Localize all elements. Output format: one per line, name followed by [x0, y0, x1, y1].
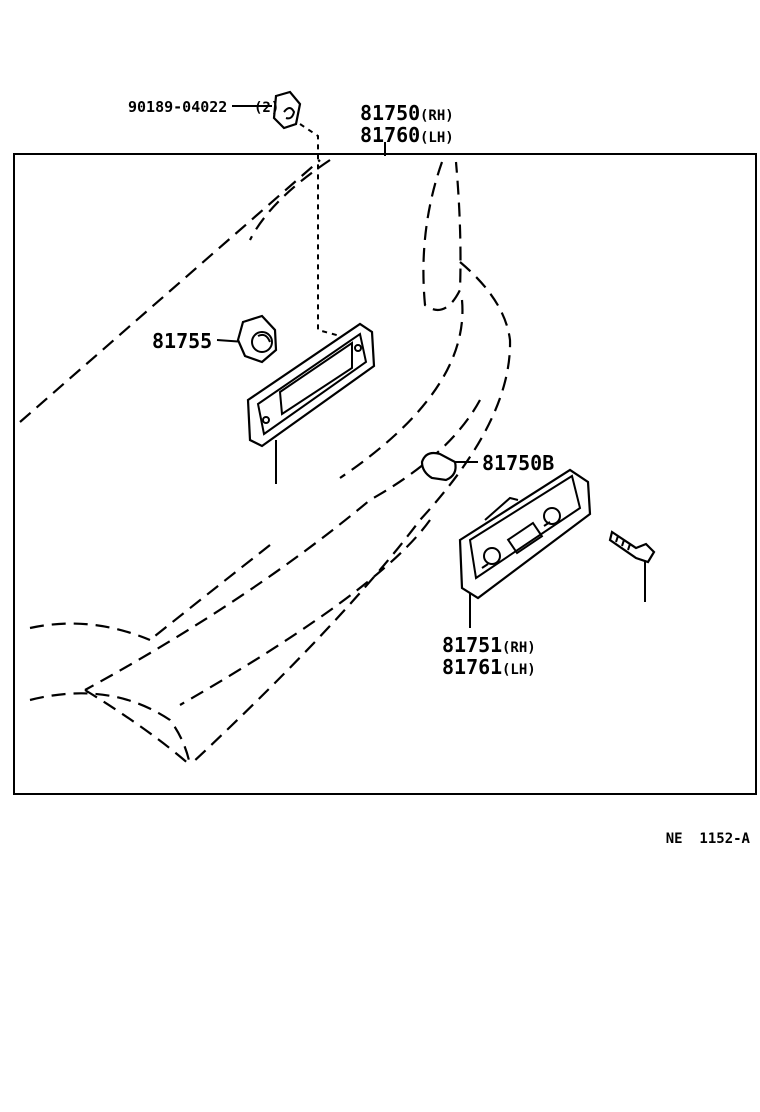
- lens-lh-side: (LH): [502, 662, 536, 678]
- lamp-rh-side: (RH): [420, 108, 454, 124]
- bulb-part-drawing: [420, 451, 457, 482]
- diagram-code: NE 1152-A: [666, 831, 751, 847]
- clip-quantity: (2): [254, 100, 279, 116]
- gasket-part-drawing: [236, 314, 278, 364]
- clip-part-number: 90189-04022: [128, 98, 227, 116]
- lens-rh-side: (RH): [502, 640, 536, 656]
- gasket-part-number: 81755: [152, 329, 212, 353]
- vehicle-body-outline: [19, 159, 512, 766]
- leader-lines: [216, 105, 646, 628]
- lens-part-drawing: [458, 468, 592, 600]
- lamp-housing-drawing: [246, 322, 376, 448]
- clip-part-drawing: [272, 90, 302, 130]
- screw-part-drawing: [608, 530, 656, 564]
- bulb-part-number: 81750B: [482, 451, 554, 475]
- lamp-lh-part-number: 81760: [360, 123, 420, 147]
- lamp-rh-part-number: 81750: [360, 101, 420, 125]
- lens-rh-part-number: 81751: [442, 633, 502, 657]
- diagram-frame: [13, 153, 757, 795]
- lens-lh-part-number: 81761: [442, 655, 502, 679]
- lamp-lh-side: (LH): [420, 130, 454, 146]
